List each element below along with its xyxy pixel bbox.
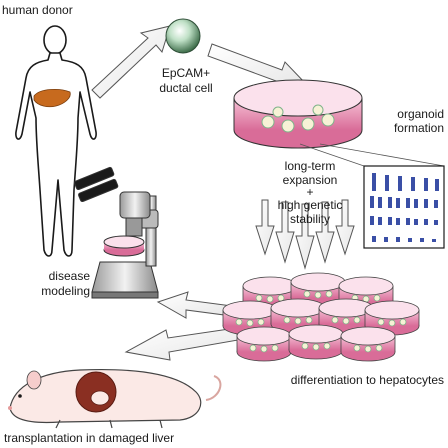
label-transplantation: transplantation in damaged liver: [4, 431, 174, 445]
mouse-illustration: [8, 368, 222, 429]
label-epcam-line2: ductal cell: [159, 81, 212, 95]
microscope-illustration: [74, 166, 159, 299]
organoid-culture-dish: [233, 79, 363, 149]
liver-icon: [33, 88, 71, 108]
label-expansion-line2: expansion: [283, 173, 338, 187]
label-organoid-line2: formation: [394, 121, 444, 135]
label-disease-line1: disease: [49, 269, 91, 283]
label-epcam-line1: EpCAM+: [162, 66, 210, 80]
label-differentiation: differentiation to hepatocytes: [291, 373, 444, 387]
hepatocyte-dish-stack: [222, 272, 420, 362]
arrow-donor-to-cell: [91, 25, 171, 99]
karyotype-panel: [299, 143, 445, 249]
label-expansion-plus: +: [306, 185, 313, 199]
epcam-cell-sphere: [165, 18, 201, 54]
label-organoid-line1: organoid: [397, 107, 444, 121]
arrow-to-transplantation: [124, 327, 239, 361]
human-donor-figure: [15, 25, 97, 257]
arrow-to-disease-modeling: [156, 291, 233, 319]
label-human-donor: human donor: [2, 3, 73, 17]
label-expansion-line3: high genetic: [278, 198, 343, 212]
arrow-expansion-fan: [255, 199, 355, 270]
label-expansion-line1: long-term: [285, 159, 336, 173]
label-disease-line2: modeling: [41, 284, 90, 298]
label-expansion-line4: stability: [290, 212, 330, 226]
